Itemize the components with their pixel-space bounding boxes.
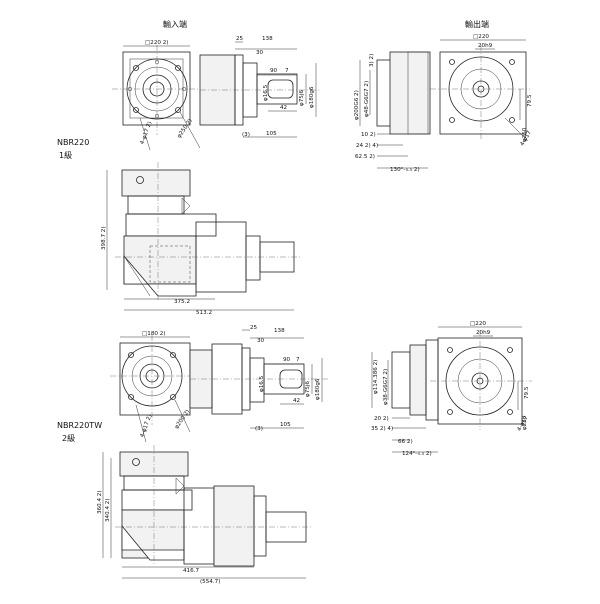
dim-90-2: 90 bbox=[283, 357, 291, 363]
dim-out-key-1: 20h9 bbox=[478, 43, 493, 49]
output-view-2: □220 20h9 79.5 φ250 4-φ17 φ114.386 2) φ3… bbox=[371, 321, 532, 457]
dim-out-3-1: 3) 2) bbox=[369, 54, 375, 67]
dim-square-2: □180 2) bbox=[142, 331, 165, 337]
dim-out-square-1: □220 bbox=[473, 34, 489, 40]
side-elevation-1: 398.7 2) 375.2 513.2 bbox=[101, 162, 300, 316]
input-side-header: 輸入端 bbox=[163, 19, 187, 29]
dim-out-phi250-1: φ250 bbox=[522, 127, 528, 142]
dim-bore-1: φ16.5 bbox=[263, 84, 269, 101]
dim-phi75-2: φ75j6 bbox=[305, 381, 311, 397]
dim-len1-2: 416.7 bbox=[183, 568, 199, 574]
dim-25-1: 25 bbox=[236, 36, 244, 42]
dim-30-2: 30 bbox=[257, 338, 265, 344]
input-side-profile-2: 25 138 30 90 7 42 105 (3) φ16.5 φ75j6 φ1… bbox=[189, 325, 330, 432]
dim-out-66-2: 66 2) bbox=[398, 439, 413, 445]
dim-phi180-1: φ180g6 bbox=[309, 86, 315, 108]
dim-out-key-2: 20h9 bbox=[476, 330, 491, 336]
dim-out-79-1: 79.5 bbox=[527, 94, 533, 107]
dim-out-35-2: 35 2) 4) bbox=[371, 426, 393, 432]
model-1-name: NBR220 bbox=[57, 138, 89, 147]
dim-h1-2: 360.4 2) bbox=[97, 490, 103, 514]
dim-out-130-1: 130⁰₋₀.₅ 2) bbox=[390, 166, 420, 173]
dim-out-20-2: 20 2) bbox=[374, 416, 389, 422]
dim-out-10-1: 10 2) bbox=[361, 132, 376, 138]
dim-h2-2: 340.4 2) bbox=[105, 498, 111, 522]
dim-phi180-2: φ180g6 bbox=[315, 378, 321, 400]
model-2-stage: 2級 bbox=[62, 433, 75, 443]
dim-out-124-2: 124⁰₋₀.₅ 2) bbox=[402, 450, 432, 457]
dim-out-phi48-1: φ48-G6G7 2) bbox=[364, 81, 370, 117]
side-elevation-2: 360.4 2) 340.4 2) 416.7 (554.7) bbox=[97, 445, 312, 585]
dim-len2-1: 513.2 bbox=[196, 310, 212, 316]
dim-25-2: 25 bbox=[250, 325, 258, 331]
dim-height-1: 398.7 2) bbox=[101, 226, 107, 250]
dim-138-2: 138 bbox=[274, 328, 285, 334]
input-side-profile-1: 25 138 30 90 7 42 105 (3) φ16.5 φ75j6 φ1… bbox=[199, 36, 320, 138]
dim-bolt-holes-1: 4-φ17 2) bbox=[140, 121, 154, 146]
dim-42-1: 42 bbox=[280, 105, 287, 111]
input-flange-view-2: □180 2) 4-φ17 2) φ200 2) bbox=[110, 331, 195, 443]
input-flange-view-1: □220 2) 4-φ17 2) φ250 2) bbox=[112, 40, 201, 151]
model-2-name: NBR220TW bbox=[57, 421, 102, 430]
dim-3-1: (3) bbox=[242, 132, 250, 138]
dim-phi200-2: φ200 2) bbox=[174, 409, 191, 430]
dim-square-1: □220 2) bbox=[145, 40, 168, 46]
dim-out-phi250-2: φ250 bbox=[522, 415, 528, 430]
dim-42-2: 42 bbox=[293, 398, 300, 404]
dim-105-1: 105 bbox=[266, 131, 277, 137]
dim-out-phi38-2: φ38-G6G7 2) bbox=[383, 369, 389, 405]
dim-138-1: 138 bbox=[262, 36, 273, 42]
dim-7-2: 7 bbox=[296, 357, 300, 363]
dim-bore-2: φ16.5 bbox=[259, 375, 265, 392]
dim-out-24-1: 24 2) 4) bbox=[356, 143, 378, 149]
dim-7-1: 7 bbox=[285, 68, 289, 74]
dim-len1-1: 375.2 bbox=[174, 299, 190, 305]
dim-len2-2: (554.7) bbox=[200, 579, 220, 585]
dim-90-1: 90 bbox=[270, 68, 278, 74]
dim-30-1: 30 bbox=[256, 50, 264, 56]
dim-105-2: 105 bbox=[280, 422, 291, 428]
dim-3-2: (3) bbox=[255, 426, 263, 432]
model-1-stage: 1級 bbox=[59, 150, 72, 160]
output-side-header: 輸出端 bbox=[465, 19, 489, 29]
dim-out-62-1: 62.5 2) bbox=[355, 154, 375, 160]
dim-out-square-2: □220 bbox=[470, 321, 486, 327]
dim-phi75-1: φ75j6 bbox=[299, 90, 305, 106]
output-view-1: □220 20h9 79.5 φ250 4-φ17 φ200G6 2) φ48-… bbox=[354, 34, 533, 173]
dim-out-79-2: 79.5 bbox=[524, 386, 530, 399]
dim-out-phi114-2: φ114.386 2) bbox=[373, 360, 379, 394]
dim-out-phi200-1: φ200G6 2) bbox=[354, 90, 360, 120]
